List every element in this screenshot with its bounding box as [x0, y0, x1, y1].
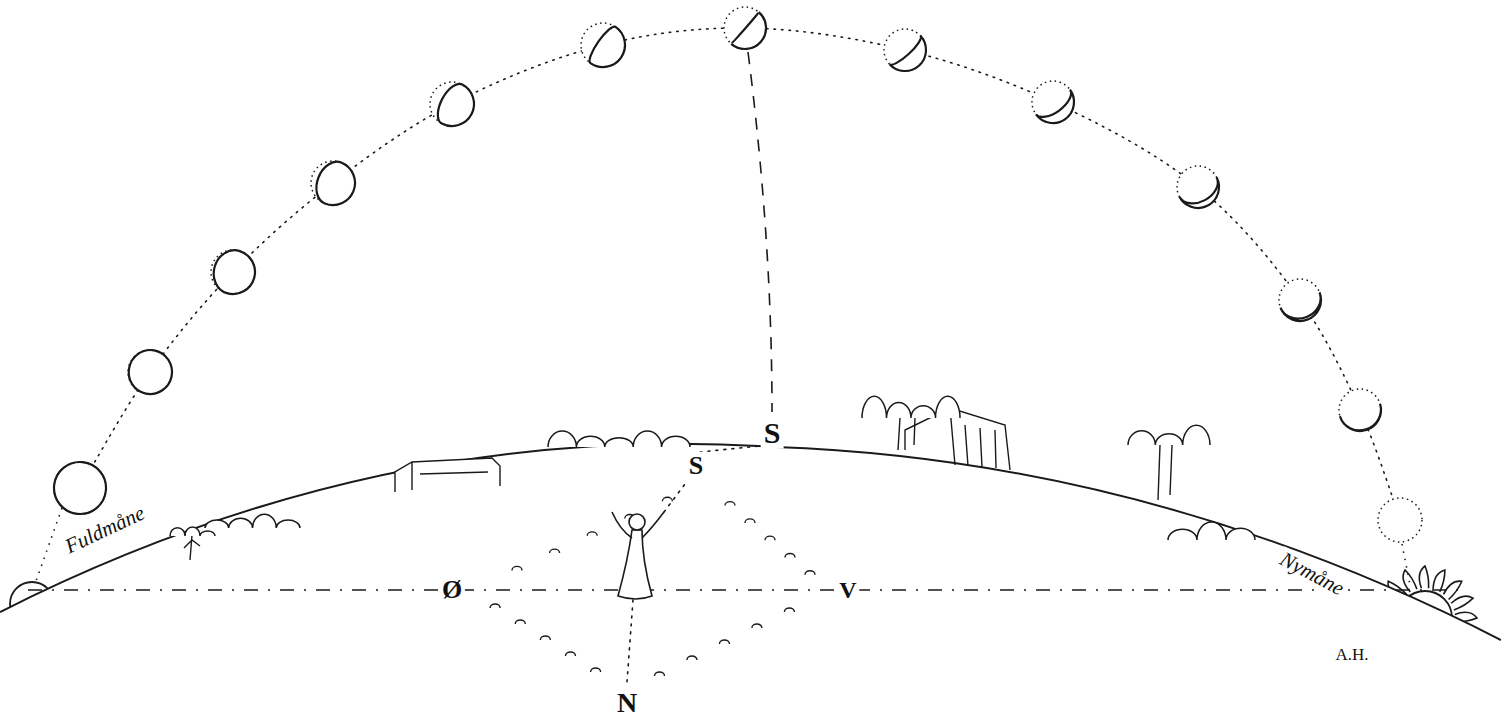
stone — [752, 624, 762, 628]
tree-crown — [862, 396, 960, 418]
stone — [565, 652, 575, 656]
moon-phase — [310, 157, 361, 212]
stone — [745, 519, 755, 523]
stone — [785, 553, 795, 557]
moon-phase — [1032, 81, 1082, 131]
compass-letter: V — [836, 577, 859, 603]
stone — [765, 536, 775, 540]
bush — [548, 431, 690, 447]
east-west-line — [28, 589, 1460, 591]
stone-circle — [490, 497, 815, 676]
bush — [205, 514, 300, 528]
moon-phase — [430, 79, 482, 133]
woman-figure — [612, 512, 664, 599]
stone — [540, 636, 550, 640]
stone — [591, 668, 601, 672]
moon-phase — [1378, 498, 1422, 542]
moon-lit-part — [890, 36, 935, 80]
moon-phase — [125, 346, 176, 397]
moon-phase — [1339, 389, 1386, 436]
stone — [490, 604, 500, 608]
tree-crown — [1128, 425, 1210, 445]
moon-lit-part — [586, 24, 634, 76]
label-holder: A.H. — [1332, 646, 1371, 665]
stone — [550, 549, 560, 553]
tree — [1158, 445, 1172, 500]
moon-lit-part — [1036, 90, 1082, 132]
moon-phase — [52, 460, 109, 517]
moon-phase — [581, 23, 634, 76]
moon-lit-part — [310, 157, 361, 212]
bush — [1168, 522, 1255, 540]
stone — [805, 571, 815, 575]
stone — [687, 656, 697, 660]
compass-letter: S — [686, 452, 706, 481]
moon-lit-part — [52, 460, 109, 517]
ground — [0, 444, 1501, 722]
stone — [719, 640, 729, 644]
arms — [612, 512, 664, 538]
moon-lit-part — [1280, 292, 1327, 327]
moon-phase — [209, 246, 261, 300]
stone — [587, 532, 597, 536]
stone — [662, 497, 672, 501]
stone — [515, 620, 525, 624]
north-line — [627, 600, 633, 682]
meridian-line — [748, 52, 772, 412]
stone — [725, 502, 735, 506]
label-holder: S — [686, 452, 706, 481]
stone — [512, 566, 522, 570]
head — [629, 514, 645, 530]
moon-phase — [724, 7, 775, 58]
moon-lit-part — [209, 246, 261, 300]
label-holder: V — [836, 577, 859, 603]
moon-lit-part — [432, 79, 482, 133]
south-line — [664, 446, 760, 512]
stone — [654, 672, 664, 676]
compass-letter: Ø — [439, 576, 465, 605]
moon-phase — [1177, 166, 1226, 215]
moon-phase — [884, 29, 935, 80]
moon-lit-part — [125, 346, 176, 397]
label-holder: N — [614, 688, 640, 719]
farmhouse — [395, 458, 500, 492]
stone — [784, 608, 794, 612]
artist-signature: A.H. — [1332, 646, 1371, 665]
moon-lit-part — [1340, 404, 1386, 437]
compass-letter: S — [761, 416, 784, 449]
moon-outline — [1378, 498, 1422, 542]
tree-crown — [170, 527, 215, 536]
tree — [184, 535, 200, 560]
compass-letter: N — [614, 688, 640, 719]
label-holder: Ø — [439, 576, 465, 605]
label-holder: S — [761, 416, 784, 449]
robe — [618, 530, 652, 599]
horizon-line — [0, 444, 1501, 640]
moon-phase — [1279, 279, 1327, 327]
moon-lit-part — [731, 12, 774, 57]
moon-lit-part — [1179, 177, 1226, 215]
tree — [898, 418, 915, 450]
